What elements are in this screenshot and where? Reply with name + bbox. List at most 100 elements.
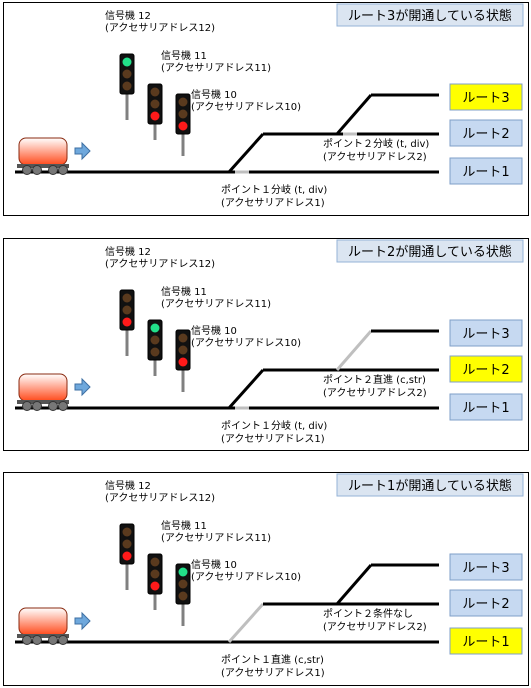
wheel	[22, 165, 32, 175]
track-point1	[227, 368, 265, 410]
tank-car-icon	[17, 607, 69, 645]
signal-lamp-green	[178, 333, 188, 343]
signal-name: 信号機 11	[161, 49, 207, 62]
route-box-3	[449, 319, 523, 347]
signal-lamp-red	[178, 591, 188, 601]
signal-address: (アクセサリアドレス12)	[105, 492, 215, 504]
wheel	[48, 165, 58, 175]
title-box	[336, 473, 524, 497]
tank-body	[18, 607, 68, 636]
signal-name: 信号機 10	[191, 558, 237, 571]
signal-address: (アクセサリアドレス11)	[161, 532, 271, 544]
signal-lamp-green	[122, 527, 132, 537]
signal-lamp-yellow	[150, 99, 160, 109]
signal-lamp-green	[150, 87, 160, 97]
signal-address: (アクセサリアドレス11)	[161, 62, 271, 74]
tank-frame	[17, 400, 69, 404]
signal-lamp-green	[178, 97, 188, 107]
signal-lamp-yellow	[178, 345, 188, 355]
signal-lamp-red	[122, 551, 132, 561]
signal-lamp-green	[150, 323, 160, 333]
arrow-right-icon	[74, 611, 91, 631]
tank-body	[18, 373, 68, 402]
point1-label: ポイント１直進 (c,str)	[221, 653, 324, 666]
wheel	[32, 635, 42, 645]
panel-title: ルート2が開通している状態	[348, 244, 512, 260]
route-box-3	[449, 553, 523, 581]
signal-lamp-red	[122, 317, 132, 327]
point2-label: ポイント２条件なし	[323, 607, 413, 620]
panel-title: ルート3が開通している状態	[348, 8, 512, 24]
wheel	[58, 635, 68, 645]
wheel	[22, 401, 32, 411]
signal-lamp-red	[178, 121, 188, 131]
signal-lamp-green	[122, 57, 132, 67]
panel-frame	[3, 238, 529, 451]
panel-title: ルート1が開通している状態	[348, 478, 512, 494]
route-box-3	[449, 83, 523, 111]
route-label-2: ルート2	[462, 127, 509, 142]
signal-lamp-red	[150, 347, 160, 357]
route-box-2	[449, 119, 523, 147]
signal-lamp-red	[178, 357, 188, 367]
point2-address: (アクセサリアドレス2)	[323, 387, 427, 399]
signal-address: (アクセサリアドレス10)	[191, 571, 301, 583]
route-label-2: ルート2	[462, 597, 509, 612]
track-point2	[335, 94, 373, 135]
route-label-2: ルート2	[462, 363, 509, 378]
signal-address: (アクセサリアドレス12)	[105, 258, 215, 270]
route-box-1	[449, 627, 523, 655]
tank-frame	[17, 634, 69, 638]
traffic-signal-icon	[175, 563, 191, 626]
traffic-signal-icon	[147, 553, 163, 610]
route-label-3: ルート3	[462, 561, 509, 576]
point2-address: (アクセサリアドレス2)	[323, 621, 427, 633]
traffic-signal-icon	[119, 53, 135, 120]
wheel	[32, 165, 42, 175]
signal-address: (アクセサリアドレス10)	[191, 101, 301, 113]
title-box	[336, 3, 524, 27]
track-point2-idle	[335, 330, 373, 371]
wheel	[22, 635, 32, 645]
route-label-3: ルート3	[462, 91, 509, 106]
signal-lamp-yellow	[150, 569, 160, 579]
route-box-1	[449, 393, 523, 421]
tank-car-icon	[17, 373, 69, 411]
point2-label: ポイント２分岐 (t, div)	[323, 137, 429, 150]
signal-name: 信号機 11	[161, 285, 207, 298]
point2-label: ポイント２直進 (c,str)	[323, 373, 426, 386]
arrow-right-icon	[74, 141, 91, 161]
route-box-1	[449, 157, 523, 185]
point2-address: (アクセサリアドレス2)	[323, 151, 427, 163]
traffic-signal-icon	[147, 319, 163, 376]
wheel	[58, 401, 68, 411]
signal-name: 信号機 10	[191, 324, 237, 337]
route-label-3: ルート3	[462, 327, 509, 342]
point1-address: (アクセサリアドレス1)	[221, 197, 325, 209]
traffic-signal-icon	[119, 523, 135, 590]
point1-label: ポイント１分岐 (t, div)	[221, 183, 327, 196]
tank-frame	[17, 164, 69, 168]
traffic-signal-icon	[175, 329, 191, 392]
signal-lamp-red	[150, 581, 160, 591]
signal-lamp-yellow	[150, 335, 160, 345]
wheel	[48, 635, 58, 645]
signal-name: 信号機 12	[105, 245, 151, 258]
tank-car-icon	[17, 137, 69, 175]
signal-lamp-yellow	[122, 539, 132, 549]
signal-lamp-red	[122, 81, 132, 91]
route-box-2	[449, 589, 523, 617]
point1-address: (アクセサリアドレス1)	[221, 433, 325, 445]
signal-lamp-yellow	[178, 109, 188, 119]
signal-name: 信号機 11	[161, 519, 207, 532]
signal-name: 信号機 12	[105, 479, 151, 492]
wheel	[58, 165, 68, 175]
signal-name: 信号機 10	[191, 88, 237, 101]
route-box-2	[449, 355, 523, 383]
wheel	[48, 401, 58, 411]
signal-address: (アクセサリアドレス11)	[161, 298, 271, 310]
route-label-1: ルート1	[462, 635, 509, 650]
